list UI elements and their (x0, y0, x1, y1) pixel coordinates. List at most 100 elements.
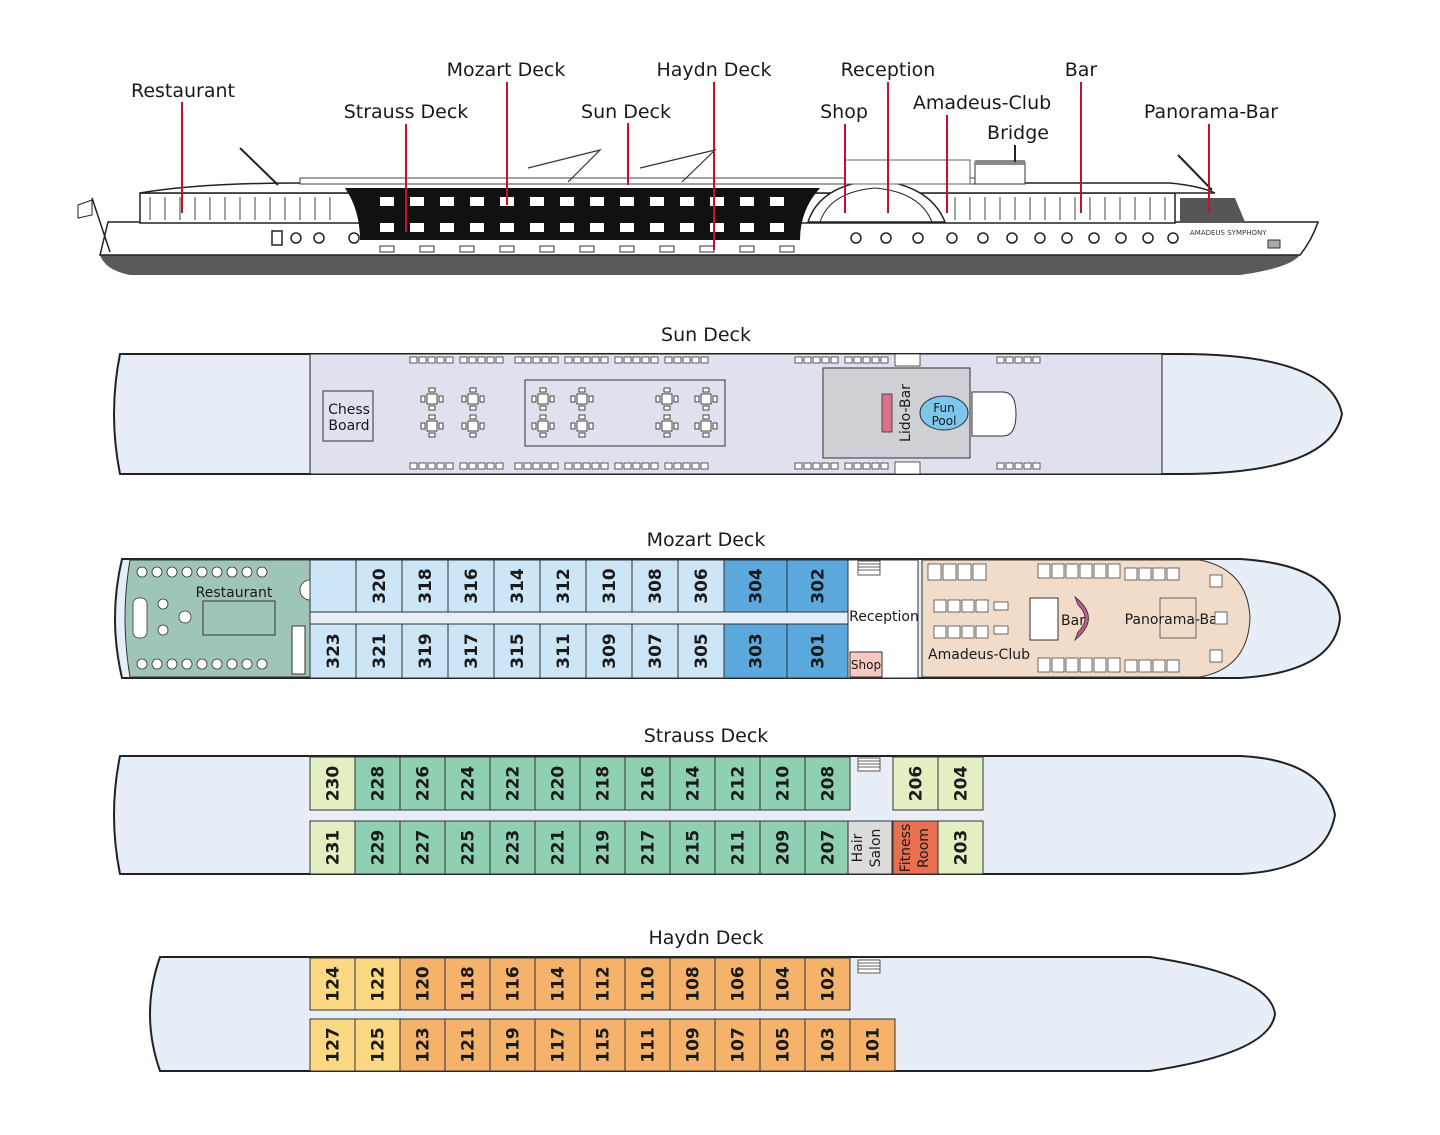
cabin-221: 221 (534, 820, 581, 875)
cabin-118: 118 (444, 957, 491, 1011)
cabin-308: 308 (631, 559, 679, 613)
cabin-210-number: 210 (774, 766, 794, 802)
cabin-320-number: 320 (370, 568, 390, 604)
cabin-127: 127 (309, 1018, 356, 1072)
cabin-319: 319 (401, 623, 449, 679)
cabin-317: 317 (447, 623, 495, 679)
cabin-301-number: 301 (809, 633, 829, 669)
cabin-103-number: 103 (819, 1027, 839, 1063)
hair-salon-label-1: Hair (850, 833, 866, 862)
reception-label: Reception (849, 609, 919, 625)
cabin-105: 105 (759, 1018, 806, 1072)
cabin-122: 122 (354, 957, 401, 1011)
cabin-106-number: 106 (729, 966, 749, 1002)
cabin-226-number: 226 (414, 766, 434, 802)
cabin-216: 216 (624, 756, 671, 811)
cabin-110: 110 (624, 957, 671, 1011)
cabin-108: 108 (669, 957, 716, 1011)
cabin-120: 120 (399, 957, 446, 1011)
cabin-230: 230 (309, 756, 356, 811)
cabin-103: 103 (804, 1018, 851, 1072)
cabin-307-number: 307 (646, 633, 666, 669)
cabin-123: 123 (399, 1018, 446, 1072)
cabin-211-number: 211 (729, 830, 749, 866)
cabin-105-number: 105 (774, 1027, 794, 1063)
cabin-118-number: 118 (459, 966, 479, 1002)
cabin-112: 112 (579, 957, 626, 1011)
cabin-318: 318 (401, 559, 449, 613)
cabin-114: 114 (534, 957, 581, 1011)
cabin-305-number: 305 (692, 633, 712, 669)
cabin-230-number: 230 (324, 766, 344, 802)
label-amadeus-club: Amadeus-Club (913, 92, 1051, 114)
label-strauss-deck: Strauss Deck (344, 101, 469, 123)
cabin-206-number: 206 (907, 766, 927, 802)
cabin-305: 305 (677, 623, 725, 679)
cabin-315: 315 (493, 623, 541, 679)
cabin-111-number: 111 (639, 1027, 659, 1063)
cabin-208: 208 (804, 756, 851, 811)
cabin-316: 316 (447, 559, 495, 613)
cabin-102: 102 (804, 957, 851, 1011)
cabin-220: 220 (534, 756, 581, 811)
cabin-303: 303 (723, 623, 788, 679)
cabin-229-number: 229 (369, 830, 389, 866)
cabin-102-number: 102 (819, 966, 839, 1002)
cabin-112-number: 112 (594, 966, 614, 1002)
cabin-318-number: 318 (416, 568, 436, 604)
cabin-301: 301 (786, 623, 849, 679)
cabin-114-number: 114 (549, 966, 569, 1002)
cabin-212: 212 (714, 756, 761, 811)
cabin-115: 115 (579, 1018, 626, 1072)
cabin-316-number: 316 (462, 568, 482, 604)
mozart-deck-title: Mozart Deck (647, 529, 766, 551)
cabin-116: 116 (489, 957, 536, 1011)
cabin-208-number: 208 (819, 766, 839, 802)
fitness-label-2: Room (916, 828, 932, 868)
cabin-306: 306 (677, 559, 725, 613)
lido-bar-label: Lido-Bar (898, 384, 914, 442)
leader-lines (181, 82, 1210, 250)
cabin-221-number: 221 (549, 830, 569, 866)
cabin-117: 117 (534, 1018, 581, 1072)
label-mozart-deck: Mozart Deck (447, 59, 566, 81)
cabin-310-number: 310 (600, 568, 620, 604)
cabin-119: 119 (489, 1018, 536, 1072)
fitness-label-1: Fitness (898, 824, 914, 873)
label-bar: Bar (1065, 59, 1098, 81)
panorama-bar-label: Panorama-Bar (1125, 612, 1224, 628)
cabin-304-number: 304 (747, 568, 767, 604)
cabin-323-number: 323 (324, 633, 344, 669)
cabin-203: 203 (937, 820, 984, 875)
cabin-224-number: 224 (459, 766, 479, 802)
cabin-220-number: 220 (549, 766, 569, 802)
cabin-125: 125 (354, 1018, 401, 1072)
label-sun-deck: Sun Deck (581, 101, 671, 123)
cabin-229: 229 (354, 820, 401, 875)
cabin-214-number: 214 (684, 766, 704, 802)
cabin-228: 228 (354, 756, 401, 811)
cabin-227-number: 227 (414, 830, 434, 866)
cabin-212-number: 212 (729, 766, 749, 802)
cabin-310: 310 (585, 559, 633, 613)
fitness-room (892, 820, 939, 875)
cabin-111: 111 (624, 1018, 671, 1072)
cabin-124: 124 (309, 957, 356, 1011)
cabin-106: 106 (714, 957, 761, 1011)
cabin-218: 218 (579, 756, 626, 811)
sun-deck-title: Sun Deck (661, 324, 751, 346)
cabin-323: 323 (309, 623, 357, 679)
cabin-209: 209 (759, 820, 806, 875)
cabin-124-number: 124 (324, 966, 344, 1002)
cabin-307: 307 (631, 623, 679, 679)
label-panorama-bar: Panorama-Bar (1144, 101, 1278, 123)
cabin-121: 121 (444, 1018, 491, 1072)
haydn-deck-title: Haydn Deck (648, 927, 763, 949)
cabin-203-number: 203 (952, 830, 972, 866)
cabin-108-number: 108 (684, 966, 704, 1002)
cabin-311: 311 (539, 623, 587, 679)
sun-deck-plan: Sun Deck Chess Board Lido-Bar Fun Pool (113, 324, 1344, 475)
fun-pool-label-2: Pool (932, 414, 957, 428)
